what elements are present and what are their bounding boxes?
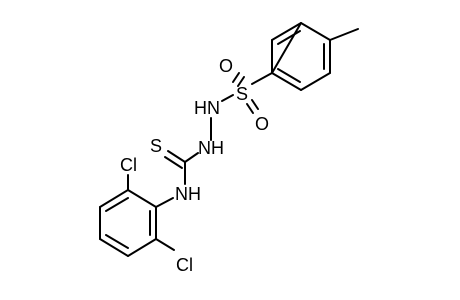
n-aryl-bond [155, 197, 174, 208]
s-o-double-bond [251, 99, 259, 110]
tolyl-ring [271, 22, 359, 91]
ring-bond [127, 238, 157, 257]
hydrazine-nh-lower-label: NH [198, 138, 224, 158]
ring-double-bond [105, 197, 129, 212]
dichlorophenyl-ring [99, 174, 175, 257]
chlorine-bottom-label: Cl [176, 255, 193, 275]
c-s-double-bond [167, 150, 186, 163]
ring-bond [300, 72, 331, 91]
sulfonyl-oxygen-top-label: O [219, 56, 233, 76]
n-c-bond [184, 152, 199, 163]
ring-bond [300, 22, 331, 41]
c-cl-bond [155, 238, 175, 251]
aryl-sulfur-bond [251, 72, 273, 85]
ring-bond [271, 22, 302, 41]
thiocarbonyl-group [164, 150, 199, 185]
ring-double-bond [277, 68, 301, 83]
chlorine-top-label: Cl [120, 155, 137, 175]
sulfonyl-group [221, 72, 273, 114]
ring-bond [271, 22, 302, 74]
ring-bond [127, 189, 157, 208]
thione-sulfur-label: S [150, 136, 162, 156]
sulfonyl-oxygen-bottom-label: O [255, 114, 269, 134]
sulfur-nitrogen-bond [221, 94, 234, 102]
ring-double-bond [277, 30, 301, 45]
methyl-bond [329, 28, 359, 41]
amide-nh-label: NH [175, 184, 201, 204]
ring-bond [271, 72, 302, 91]
ring-bond [99, 238, 129, 257]
c-s-double-bond [164, 156, 183, 169]
s-o-double-bond [237, 76, 245, 87]
s-o-double-bond [246, 103, 254, 114]
ring-double-bond [105, 234, 129, 249]
hydrazine-nh-upper-label: HN [194, 98, 220, 118]
s-o-double-bond [232, 72, 240, 83]
sulfonyl-sulfur-label: S [236, 84, 248, 104]
ring-bond [99, 189, 129, 208]
